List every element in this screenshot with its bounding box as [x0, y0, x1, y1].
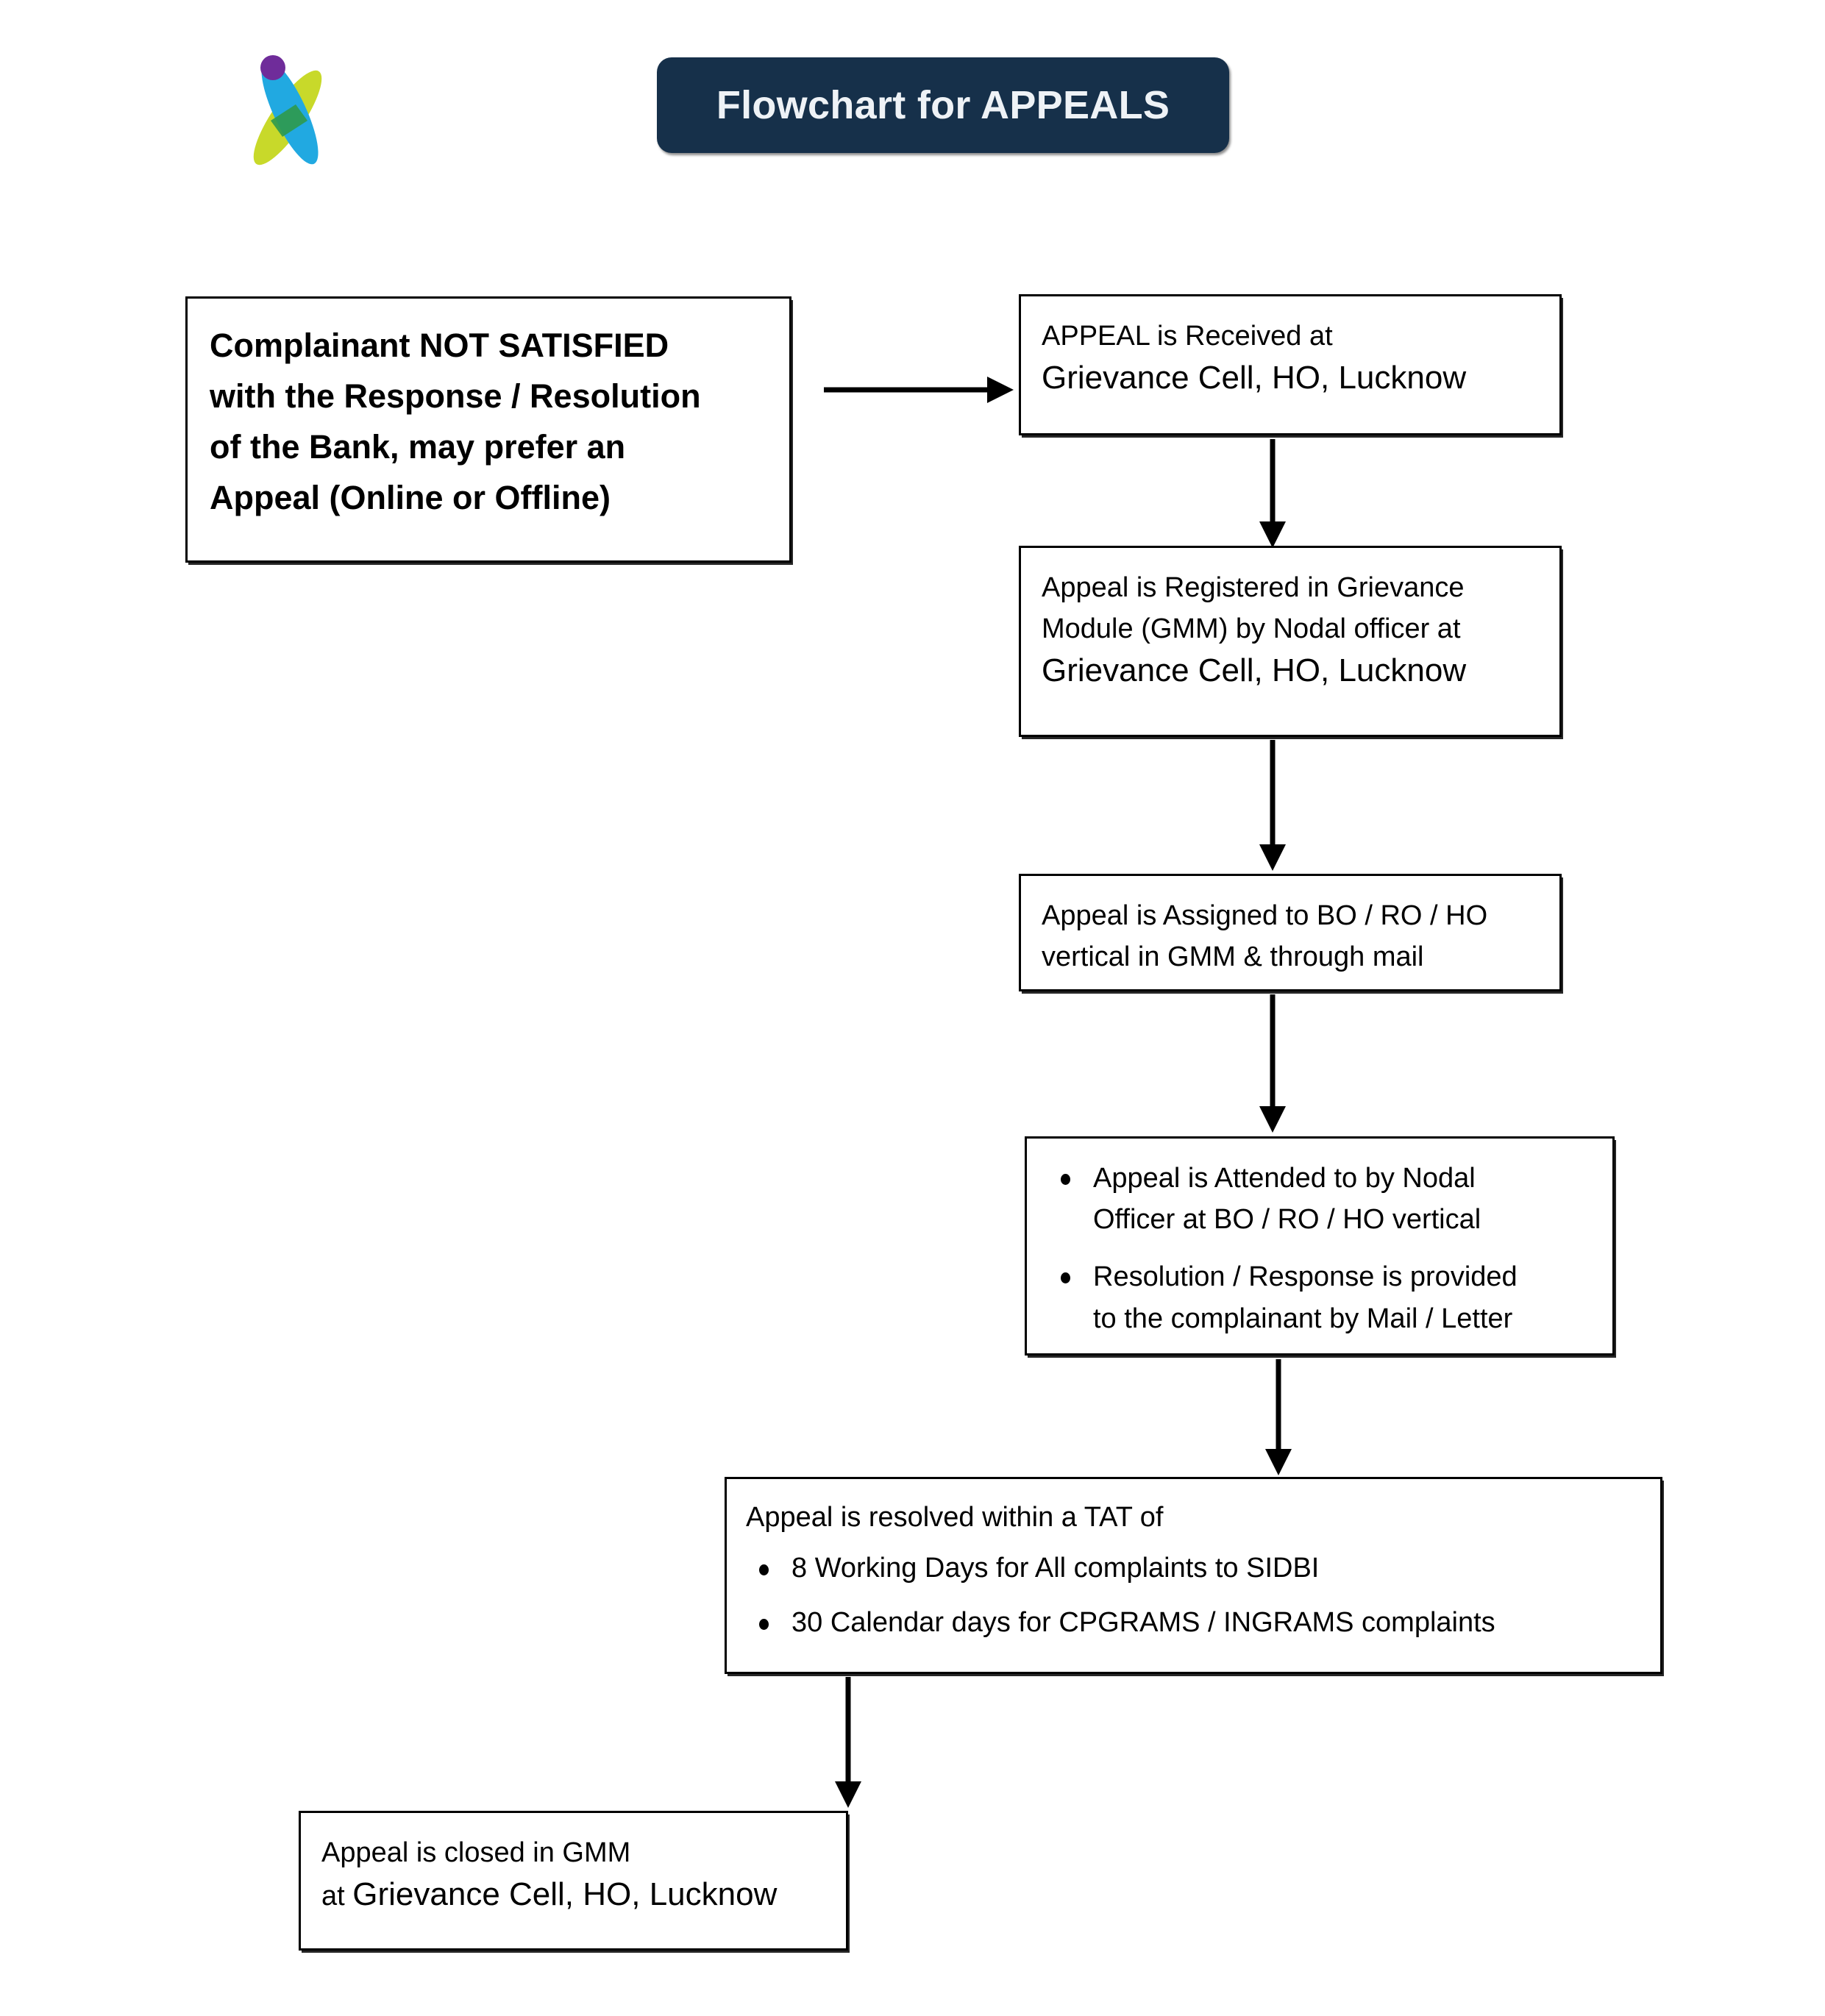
- node-line: Appeal is closed in GMM: [321, 1837, 631, 1868]
- arrow-attended-to-tat: [1256, 1359, 1301, 1477]
- page-title-banner: Flowchart for APPEALS: [657, 57, 1229, 153]
- bullet-item: Resolution / Response is provided to the…: [1047, 1256, 1592, 1339]
- arrow-complainant-to-received: [824, 368, 1015, 412]
- node-appeal-assigned: Appeal is Assigned to BO / RO / HO verti…: [1019, 874, 1562, 991]
- node-line: APPEAL is Received at: [1042, 321, 1333, 352]
- node-line: Appeal is Assigned to BO / RO / HO: [1042, 900, 1488, 931]
- node-line: with the Response / Resolution: [210, 377, 701, 415]
- node-line: Appeal (Online or Offline): [210, 478, 611, 516]
- bullet-item: 8 Working Days for All complaints to SID…: [746, 1548, 1641, 1589]
- node-body: Appeal is resolved within a TAT of 8 Wor…: [727, 1479, 1660, 1672]
- node-line: Module (GMM) by Nodal officer at: [1042, 613, 1461, 645]
- bullet-list: 8 Working Days for All complaints to SID…: [746, 1548, 1641, 1643]
- node-line-main: Grievance Cell, HO, Lucknow: [352, 1876, 778, 1913]
- node-body: Appeal is Attended to by Nodal Officer a…: [1027, 1139, 1612, 1353]
- node-line: Grievance Cell, HO, Lucknow: [1042, 360, 1467, 396]
- node-appeal-registered: Appeal is Registered in Grievance Module…: [1019, 546, 1562, 737]
- node-line: of the Bank, may prefer an: [210, 427, 626, 466]
- node-complainant-not-satisfied: Complainant NOT SATISFIED with the Respo…: [185, 296, 791, 563]
- node-appeal-resolved-tat: Appeal is resolved within a TAT of 8 Wor…: [725, 1477, 1662, 1674]
- arrow-registered-to-assigned: [1251, 740, 1295, 872]
- node-body: APPEAL is Received at Grievance Cell, HO…: [1021, 296, 1559, 433]
- node-line: Grievance Cell, HO, Lucknow: [1042, 652, 1467, 689]
- bullet-list: Appeal is Attended to by Nodal Officer a…: [1047, 1158, 1592, 1339]
- node-body: Complainant NOT SATISFIED with the Respo…: [188, 299, 789, 560]
- node-appeal-attended: Appeal is Attended to by Nodal Officer a…: [1025, 1136, 1615, 1356]
- bullet-line: Officer at BO / RO / HO vertical: [1093, 1204, 1481, 1236]
- node-line-composite: at Grievance Cell, HO, Lucknow: [321, 1873, 825, 1917]
- node-body: Appeal is Assigned to BO / RO / HO verti…: [1021, 876, 1559, 989]
- arrow-tat-to-closed: [826, 1677, 870, 1809]
- page-title: Flowchart for APPEALS: [716, 83, 1170, 127]
- tat-intro: Appeal is resolved within a TAT of: [746, 1502, 1164, 1533]
- node-line: vertical in GMM & through mail: [1042, 941, 1424, 973]
- node-line: Complainant NOT SATISFIED: [210, 327, 669, 364]
- node-appeal-received: APPEAL is Received at Grievance Cell, HO…: [1019, 294, 1562, 435]
- bullet-line: Resolution / Response is provided: [1093, 1261, 1518, 1293]
- sidbi-logo: [218, 38, 357, 178]
- node-body: Appeal is Registered in Grievance Module…: [1021, 548, 1559, 735]
- arrow-assigned-to-attended: [1251, 994, 1295, 1134]
- node-line: Appeal is Registered in Grievance: [1042, 572, 1465, 603]
- node-appeal-closed: Appeal is closed in GMM at Grievance Cel…: [299, 1811, 848, 1951]
- arrow-received-to-registered: [1251, 439, 1295, 549]
- bullet-line: Appeal is Attended to by Nodal: [1093, 1163, 1476, 1194]
- bullet-item: Appeal is Attended to by Nodal Officer a…: [1047, 1158, 1592, 1240]
- bullet-item: 30 Calendar days for CPGRAMS / INGRAMS c…: [746, 1603, 1641, 1643]
- node-line-prefix: at: [321, 1881, 353, 1912]
- node-body: Appeal is closed in GMM at Grievance Cel…: [301, 1813, 846, 1948]
- bullet-line: to the complainant by Mail / Letter: [1093, 1303, 1513, 1334]
